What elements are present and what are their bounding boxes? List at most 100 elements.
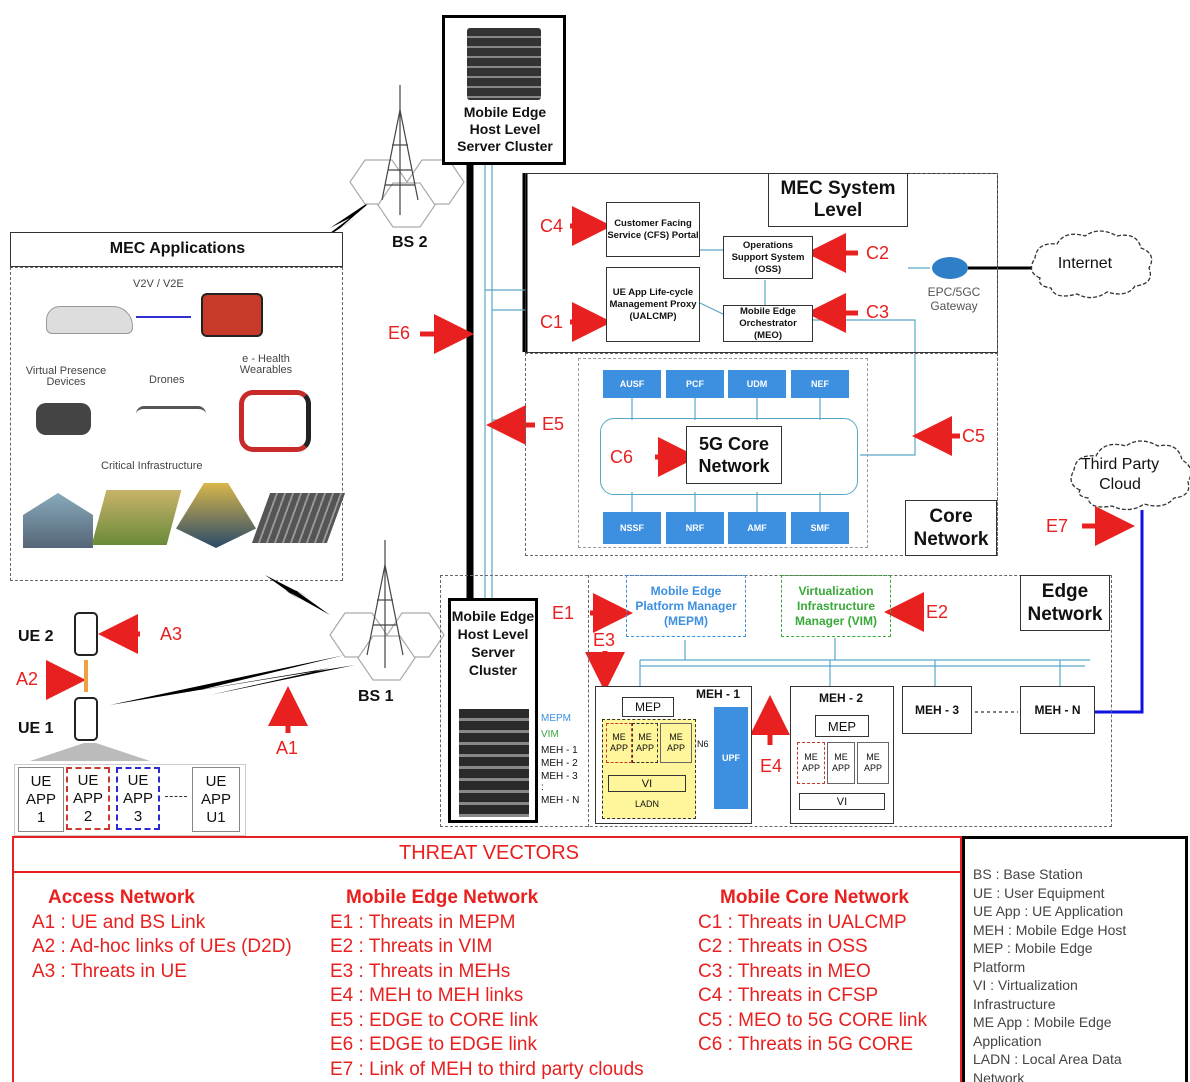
- edge-network-column: Mobile Edge Network E1 : Threats in MEPM…: [330, 886, 644, 1082]
- meh2-vi[interactable]: VI: [799, 793, 885, 810]
- nf-nrf[interactable]: NRF: [666, 512, 724, 544]
- vim[interactable]: Virtualization Infrastructure Manager (V…: [781, 575, 891, 637]
- oss[interactable]: Operations Support System (OSS): [723, 236, 813, 279]
- label-c2: C2: [866, 243, 890, 263]
- meh1-app-1[interactable]: ME APP: [606, 723, 632, 763]
- gateway-label: EPC/5GC Gateway: [927, 285, 981, 313]
- ue-d2d-arrow-icon: [84, 660, 88, 692]
- label-e1: E1: [552, 603, 575, 623]
- threat-a1: A1 : UE and BS Link: [32, 911, 206, 933]
- nf-smf[interactable]: SMF: [791, 512, 849, 544]
- meh1-mep[interactable]: MEP: [622, 697, 674, 717]
- nf-ausf[interactable]: AUSF: [603, 370, 661, 398]
- threat-c5: C5 : MEO to 5G CORE link: [698, 1009, 928, 1031]
- ue1-phone-icon[interactable]: [74, 697, 98, 741]
- legend-line: ME App : Mobile Edge: [973, 1014, 1112, 1030]
- label-e7: E7: [1046, 516, 1069, 536]
- edge-rack-icon: [459, 709, 529, 817]
- vr-headset-icon: [36, 403, 91, 435]
- meh2-title: MEH - 2: [818, 691, 863, 705]
- nf-amf[interactable]: AMF: [728, 512, 786, 544]
- threat-e7: E7 : Link of MEH to third party clouds: [330, 1058, 644, 1080]
- oil-rig-icon: [176, 483, 256, 548]
- mec-system-title: MEC System Level: [768, 173, 908, 227]
- nf-nef[interactable]: NEF: [791, 370, 849, 398]
- car-icon: [46, 306, 133, 334]
- bs1-tower: [366, 540, 404, 668]
- meh1-app-2[interactable]: ME APP: [632, 723, 658, 763]
- label-e4: E4: [760, 756, 783, 776]
- meh-2[interactable]: MEH - 2 MEP ME APP ME APP ME APP VI: [790, 686, 894, 824]
- bs2-tower: [381, 85, 419, 215]
- meh1-app-3[interactable]: ME APP: [660, 723, 692, 763]
- legend-line: BS : Base Station: [973, 866, 1083, 882]
- ue2-phone-icon[interactable]: [74, 612, 98, 656]
- legend-line: Infrastructure: [973, 995, 1056, 1012]
- rack-label-vim: VIM: [541, 729, 559, 740]
- nf-nssf[interactable]: NSSF: [603, 512, 661, 544]
- meh-3[interactable]: MEH - 3: [902, 686, 972, 734]
- edge-cluster-label: Mobile Edge Host Level Server Cluster: [451, 608, 535, 678]
- legend-line: UE App : UE Application: [973, 903, 1124, 919]
- edge-separator: [588, 575, 589, 827]
- abbreviation-legend: BS : Base Station UE : User Equipment UE…: [962, 836, 1188, 1082]
- label-c3: C3: [866, 302, 890, 322]
- label-e5: E5: [542, 414, 565, 434]
- solar-farm-icon: [251, 493, 346, 543]
- meh1-vi[interactable]: VI: [608, 775, 686, 792]
- meh2-app-3[interactable]: ME APP: [857, 742, 889, 784]
- meh1-upf[interactable]: UPF: [714, 707, 748, 809]
- nf-udm[interactable]: UDM: [728, 370, 786, 398]
- legend-line: MEP : Mobile Edge: [973, 940, 1093, 956]
- v2v-label: V2V / V2E: [133, 278, 184, 290]
- label-a1: A1: [276, 738, 299, 758]
- meh-n[interactable]: MEH - N: [1020, 686, 1095, 734]
- label-a3: A3: [160, 624, 183, 644]
- meh2-app-1[interactable]: ME APP: [797, 742, 825, 784]
- mepm[interactable]: Mobile Edge Platform Manager (MEPM): [626, 575, 746, 637]
- meo[interactable]: Mobile Edge Orchestrator (MEO): [723, 305, 813, 342]
- ue-app-ellipsis: [165, 796, 187, 797]
- ue-app-3-l3: 3: [133, 807, 143, 825]
- legend-line: Application: [973, 1032, 1042, 1049]
- ue-app-3-l2: APP: [122, 789, 153, 807]
- cfs-portal[interactable]: Customer Facing Service (CFS) Portal: [606, 202, 700, 257]
- legend-line: Platform: [973, 958, 1026, 975]
- ue-app-strip: [14, 764, 246, 836]
- rack-label-meh3: MEH - 3: [541, 771, 578, 782]
- meh-1[interactable]: MEH - 1 MEP ME APP ME APP ME APP VI LADN…: [595, 686, 752, 824]
- rack-label-meh1: MEH - 1: [541, 745, 578, 756]
- edge-network-panel: [440, 575, 1112, 827]
- threat-a3: A3 : Threats in UE: [32, 960, 187, 982]
- label-e6: E6: [388, 323, 411, 343]
- ualcmp[interactable]: UE App Life-cycle Management Proxy (UALC…: [606, 267, 700, 342]
- rack-label-mepm: MEPM: [541, 713, 571, 724]
- ue-app-2-l2: APP: [72, 789, 103, 807]
- edge-network-title: Edge Network: [1020, 575, 1110, 631]
- meh2-app-2[interactable]: ME APP: [827, 742, 855, 784]
- thin-links: [484, 165, 1090, 688]
- wireless-bs1-ue: [110, 655, 355, 705]
- meh2-mep[interactable]: MEP: [815, 715, 869, 737]
- core-head: Mobile Core Network: [720, 887, 909, 908]
- legend-line: MEH : Mobile Edge Host: [973, 921, 1127, 938]
- ue-app-u1-l2: APP: [200, 790, 231, 808]
- wireless-bs1-apps: [265, 575, 330, 615]
- rack-label-dots: :: [541, 782, 544, 793]
- nf-pcf[interactable]: PCF: [666, 370, 724, 398]
- label-a2: A2: [16, 669, 39, 689]
- label-e2: E2: [926, 602, 949, 622]
- 5g-core-label[interactable]: 5G Core Network: [686, 426, 782, 484]
- farm-icon: [91, 490, 182, 545]
- third-party-label: Third Party Cloud: [1080, 456, 1160, 493]
- ue-app-2-l1: UE: [77, 771, 99, 789]
- mec-applications-panel: V2V / V2E Virtual Presence Devices Drone…: [10, 267, 346, 581]
- v2v-arrow-icon: [136, 316, 191, 318]
- access-head: Access Network: [48, 887, 195, 908]
- threat-c4: C4 : Threats in CFSP: [698, 985, 879, 1006]
